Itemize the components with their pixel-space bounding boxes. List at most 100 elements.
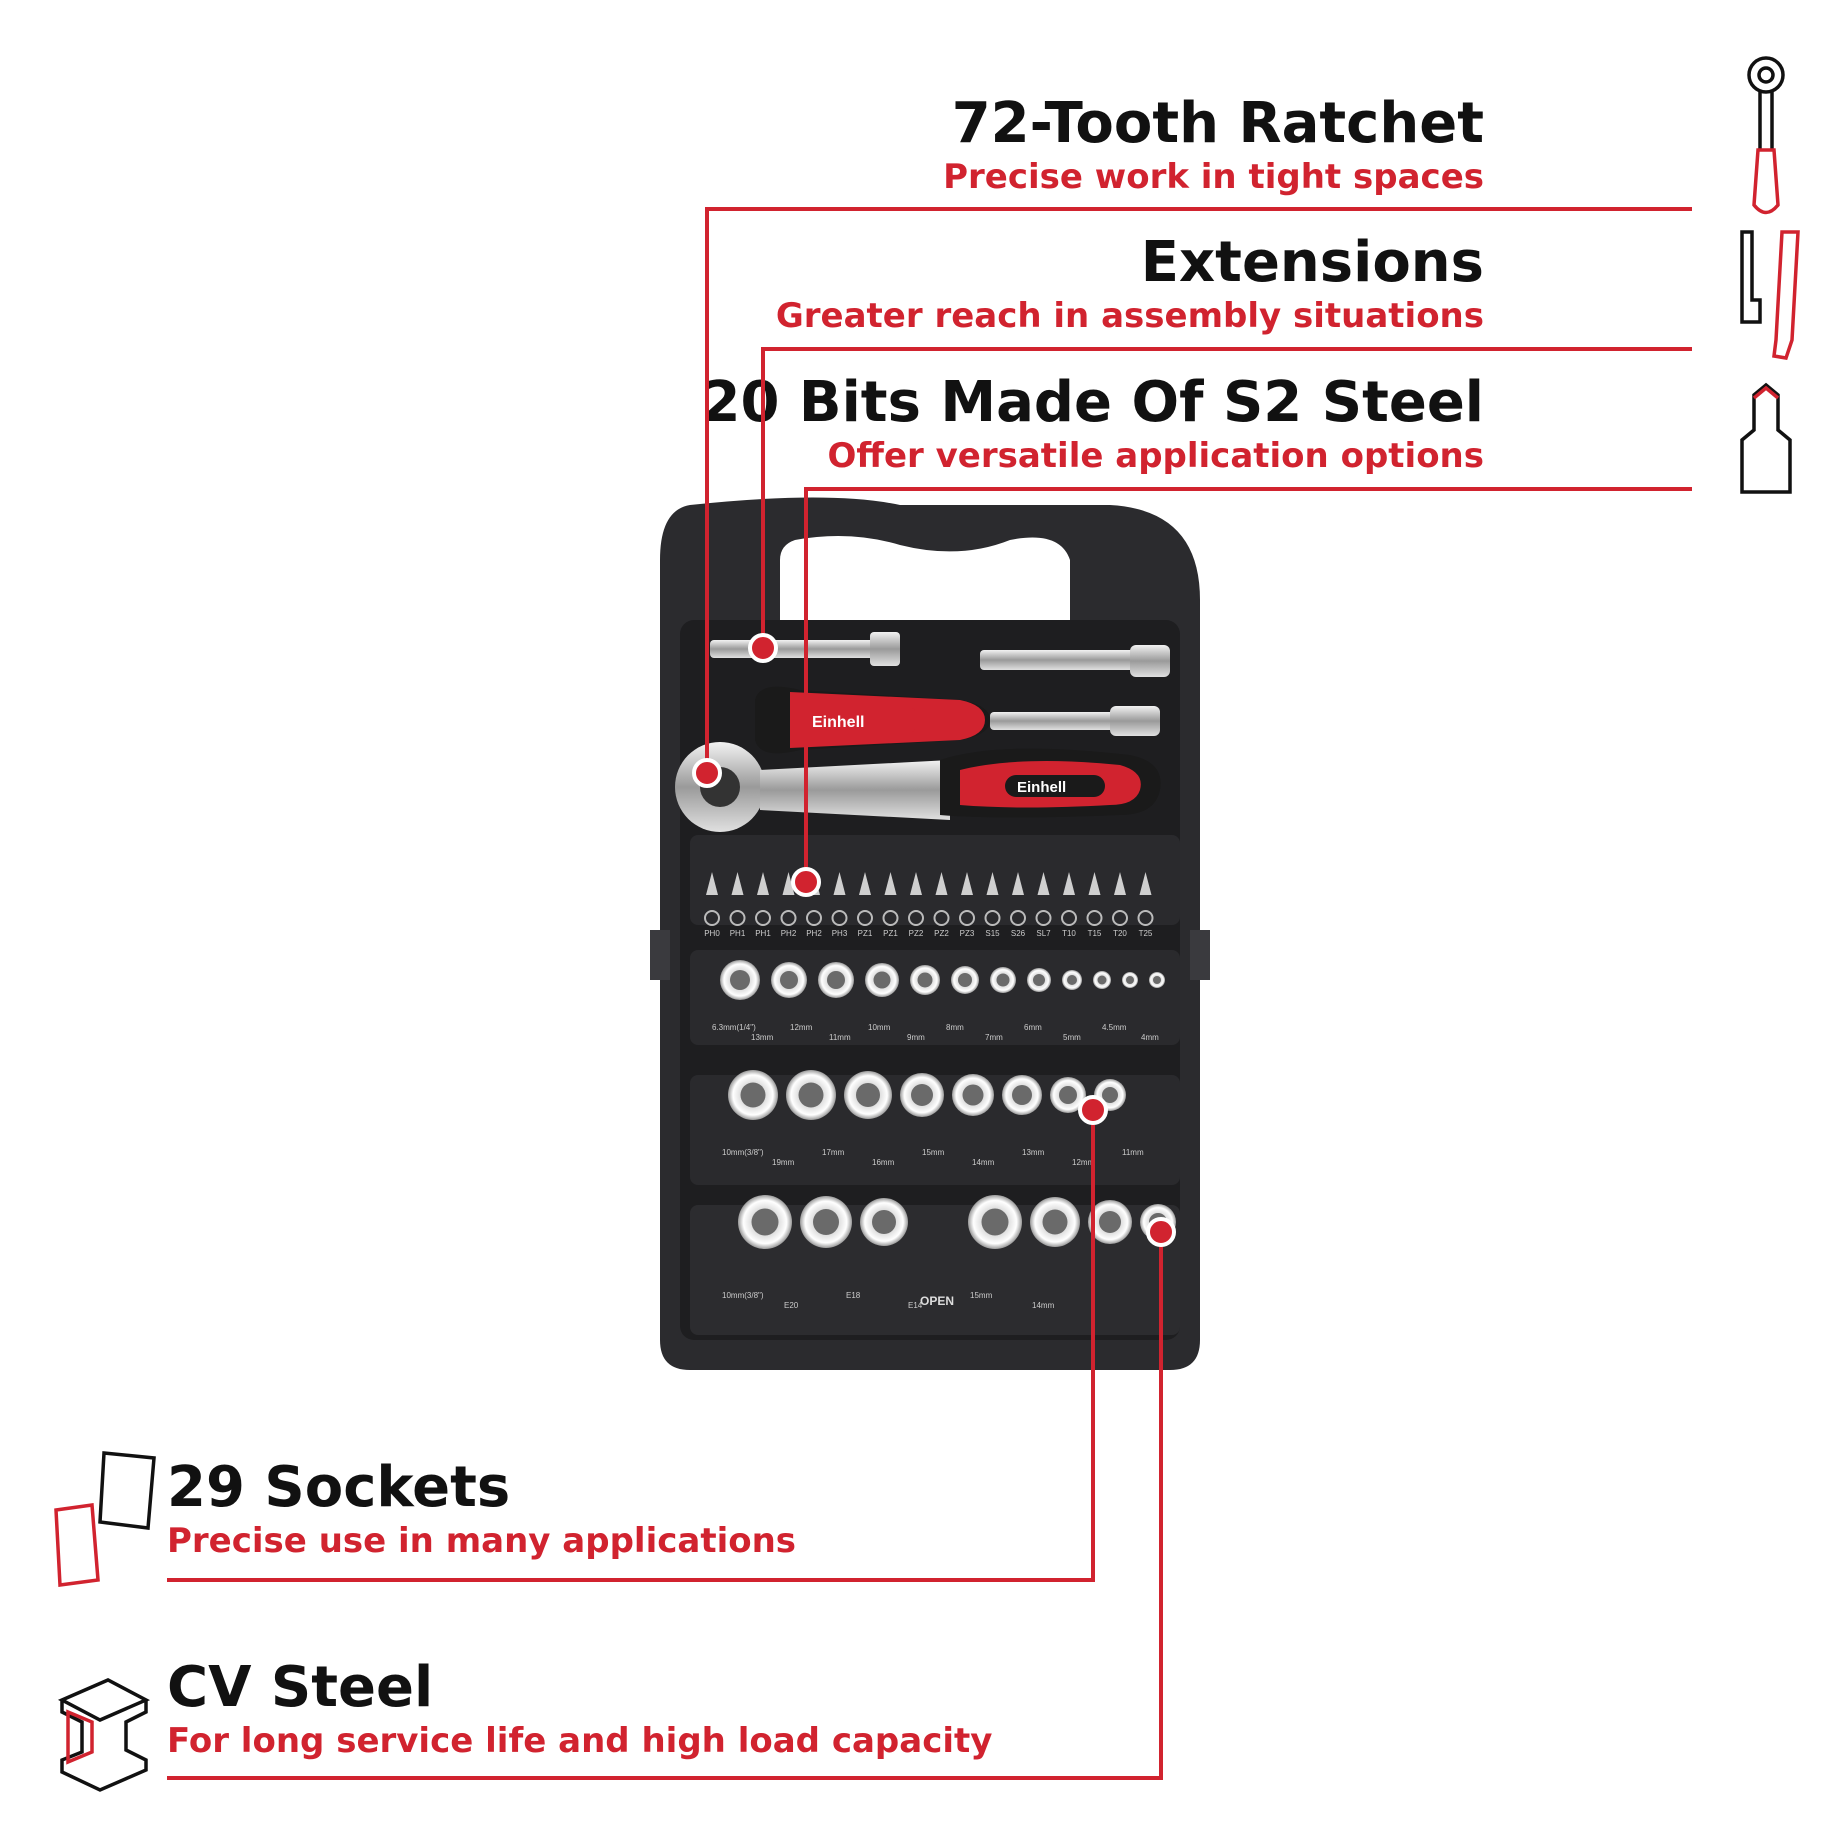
socket (728, 1070, 778, 1120)
bit-label: PH0 (704, 929, 720, 938)
bit: S15 (984, 872, 1001, 938)
socket-label: 13mm (751, 1033, 774, 1042)
case-open-label: OPEN (920, 1294, 954, 1308)
bit: T20 (1112, 872, 1128, 938)
socket (818, 962, 854, 998)
bit-label: PZ2 (934, 929, 949, 938)
socket (1002, 1075, 1042, 1115)
brand-label: Einhell (812, 714, 864, 731)
bit-label: PH2 (781, 929, 797, 938)
socket-label: 15mm (922, 1148, 945, 1157)
socket-label: 11mm (1122, 1148, 1144, 1157)
bit-screwdriver: Einhell (755, 686, 990, 754)
bit: SL7 (1035, 872, 1052, 938)
socket (990, 967, 1016, 993)
bit-label: SL7 (1036, 929, 1051, 938)
socket-label: 12mm (790, 1023, 813, 1032)
bit-label: T15 (1088, 929, 1102, 938)
bit-label: PH1 (730, 929, 746, 938)
socket-label: 5mm (1063, 1033, 1081, 1042)
socket (1149, 972, 1165, 988)
feature-title: 29 Sockets (167, 1455, 511, 1520)
feature-extensions: Extensions Greater reach in assembly sit… (775, 230, 1484, 336)
socket-label: 16mm (872, 1158, 895, 1167)
socket-label: E18 (846, 1291, 861, 1300)
socket-label: 14mm (1032, 1301, 1055, 1310)
socket (952, 1074, 994, 1116)
bit-label: PZ2 (909, 929, 924, 938)
socket (1062, 970, 1082, 990)
sockets-rows: 6.3mm(1/4")13mm12mm11mm10mm9mm8mm7mm6mm5… (712, 960, 1176, 1310)
socket (968, 1195, 1022, 1249)
sockets-icon (54, 1451, 156, 1587)
bit-label: PH1 (755, 929, 771, 938)
feature-title: CV Steel (167, 1655, 434, 1720)
feature-subtitle: For long service life and high load capa… (167, 1721, 993, 1761)
socket (720, 960, 760, 1000)
callout-dots (692, 633, 1176, 1247)
socket-label: 8mm (946, 1023, 964, 1032)
socket (1030, 1197, 1080, 1247)
ratchet-icon (1747, 56, 1785, 215)
bit: PH3 (831, 872, 848, 938)
socket (844, 1071, 892, 1119)
socket-label: 12mm (1072, 1158, 1095, 1167)
feature-subtitle: Greater reach in assembly situations (775, 296, 1484, 336)
feature-bits: 20 Bits Made Of S2 Steel Offer versatile… (701, 370, 1485, 474)
socket-label: 17mm (822, 1148, 845, 1157)
bit-label: T20 (1113, 929, 1127, 938)
socket (800, 1196, 852, 1248)
bit-label: T10 (1062, 929, 1076, 938)
socket-label: 7mm (985, 1033, 1003, 1042)
bit-label: S15 (985, 929, 1000, 938)
bit: PZ2 (908, 872, 924, 938)
socket (1050, 1077, 1086, 1113)
socket-label: 19mm (772, 1158, 795, 1167)
feature-subtitle: Precise work in tight spaces (943, 157, 1484, 197)
socket (1093, 971, 1111, 989)
bit-label: PH2 (806, 929, 822, 938)
socket (786, 1070, 836, 1120)
socket (771, 962, 807, 998)
socket (910, 965, 940, 995)
socket (738, 1195, 792, 1249)
feature-ratchet: 72-Tooth Ratchet Precise work in tight s… (943, 96, 1484, 197)
brand-label: Einhell (1017, 779, 1066, 796)
socket (900, 1073, 944, 1117)
feature-title: Extensions (1140, 230, 1484, 295)
bit-label: PZ1 (883, 929, 898, 938)
bit: PH1 (729, 872, 746, 938)
feature-subtitle: Precise use in many applications (167, 1521, 797, 1561)
bit: PZ1 (857, 872, 873, 938)
socket (1122, 972, 1138, 988)
socket-label: 6.3mm(1/4") (712, 1023, 756, 1032)
bit-label: S26 (1011, 929, 1026, 938)
extensions-icon (1740, 230, 1800, 360)
bit-label: PZ3 (960, 929, 975, 938)
socket-label: 10mm (868, 1023, 891, 1032)
feature-sockets: 29 Sockets Precise use in many applicati… (167, 1455, 797, 1561)
socket-label: E20 (784, 1301, 799, 1310)
bit-label: PZ1 (858, 929, 873, 938)
socket (860, 1198, 908, 1246)
socket-label: 11mm (829, 1033, 851, 1042)
feature-cv-steel: CV Steel For long service life and high … (167, 1655, 993, 1761)
socket-label: 4.5mm (1102, 1023, 1127, 1032)
socket (1027, 968, 1051, 992)
socket-label: 14mm (972, 1158, 995, 1167)
socket-label: 15mm (970, 1291, 993, 1300)
bit: PZ2 (933, 872, 950, 938)
callout-lines (167, 207, 1692, 1780)
bit: PZ1 (882, 872, 899, 938)
bit: PH0 (704, 872, 720, 938)
socket-label: 10mm(3/8") (722, 1148, 764, 1157)
socket-label: 6mm (1024, 1023, 1042, 1032)
socket-label: 10mm(3/8") (722, 1291, 764, 1300)
feature-title: 20 Bits Made Of S2 Steel (701, 370, 1485, 435)
steel-beam-icon (57, 1678, 151, 1792)
bit: PZ3 (959, 872, 975, 938)
socket-label: 4mm (1141, 1033, 1159, 1042)
bit: T15 (1086, 872, 1103, 938)
bit: S26 (1010, 872, 1026, 938)
